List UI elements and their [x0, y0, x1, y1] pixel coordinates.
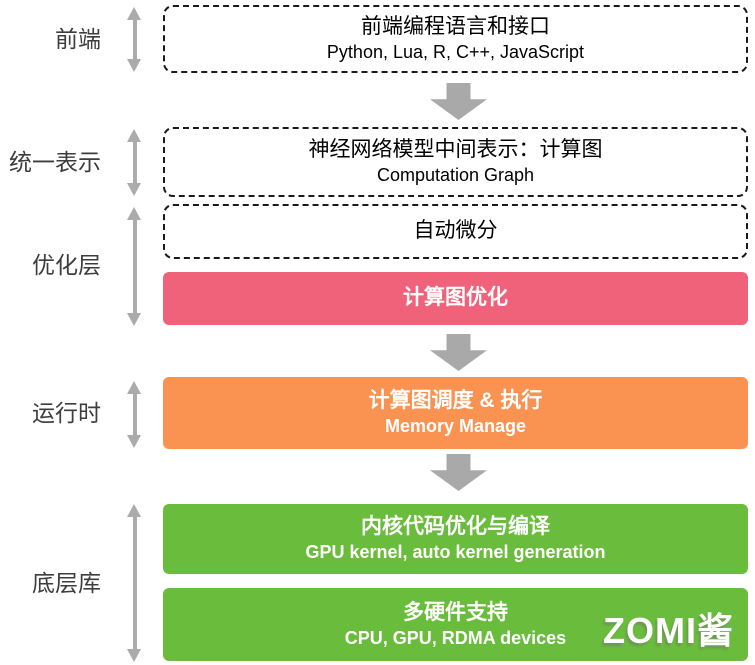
- box-ir-subtitle: Computation Graph: [376, 165, 535, 186]
- arrow-shaft: [132, 514, 137, 652]
- arrow-shaft: [132, 139, 137, 186]
- layer-label-lowlevel-libs: 底层库: [32, 570, 101, 596]
- box-computation-graph-ir: 神经网络模型中间表示：计算图 Computation Graph: [163, 127, 748, 197]
- down-arrow-3-icon: [430, 454, 487, 491]
- span-arrow-unified-repr-icon: [127, 129, 142, 196]
- layer-label-frontend: 前端: [55, 26, 101, 52]
- down-arrow-2-icon: [430, 334, 487, 371]
- box-runtime-title: 计算图调度 & 执行: [368, 389, 543, 413]
- box-hardware-subtitle: CPU, GPU, RDMA devices: [344, 627, 567, 648]
- box-runtime-scheduling: 计算图调度 & 执行 Memory Manage: [163, 377, 748, 449]
- down-arrow-1-icon: [430, 83, 487, 120]
- arrow-shaft: [132, 17, 137, 62]
- box-auto-differentiation: 自动微分: [163, 204, 748, 259]
- layer-label-unified-repr: 统一表示: [9, 149, 101, 175]
- box-graph-optimization: 计算图优化: [163, 272, 748, 325]
- box-kernel-compilation: 内核代码优化与编译 GPU kernel, auto kernel genera…: [163, 504, 748, 574]
- layer-label-runtime: 运行时: [32, 400, 101, 426]
- box-frontend-subtitle: Python, Lua, R, C++, JavaScript: [326, 42, 585, 63]
- box-kernel-subtitle: GPU kernel, auto kernel generation: [305, 542, 606, 563]
- box-ir-title: 神经网络模型中间表示：计算图: [308, 138, 603, 162]
- span-arrow-frontend-icon: [127, 7, 142, 72]
- box-multi-hardware-support: 多硬件支持 CPU, GPU, RDMA devices ZOMI酱: [163, 588, 748, 661]
- box-runtime-subtitle: Memory Manage: [384, 416, 527, 437]
- span-arrow-lowlevel-icon: [127, 504, 142, 662]
- box-kernel-title: 内核代码优化与编译: [361, 515, 550, 539]
- box-autodiff-title: 自动微分: [413, 219, 498, 243]
- box-frontend-languages: 前端编程语言和接口 Python, Lua, R, C++, JavaScrip…: [163, 5, 748, 73]
- layer-label-optimization: 优化层: [32, 252, 101, 278]
- span-arrow-runtime-icon: [127, 381, 142, 448]
- zomi-watermark: ZOMI酱: [603, 610, 734, 651]
- arrow-shaft: [132, 217, 137, 316]
- box-hardware-title: 多硬件支持: [403, 600, 508, 624]
- arrow-shaft: [132, 391, 137, 438]
- span-arrow-optimization-icon: [127, 207, 142, 326]
- box-graph-opt-title: 计算图优化: [403, 286, 508, 310]
- box-frontend-title: 前端编程语言和接口: [361, 15, 550, 39]
